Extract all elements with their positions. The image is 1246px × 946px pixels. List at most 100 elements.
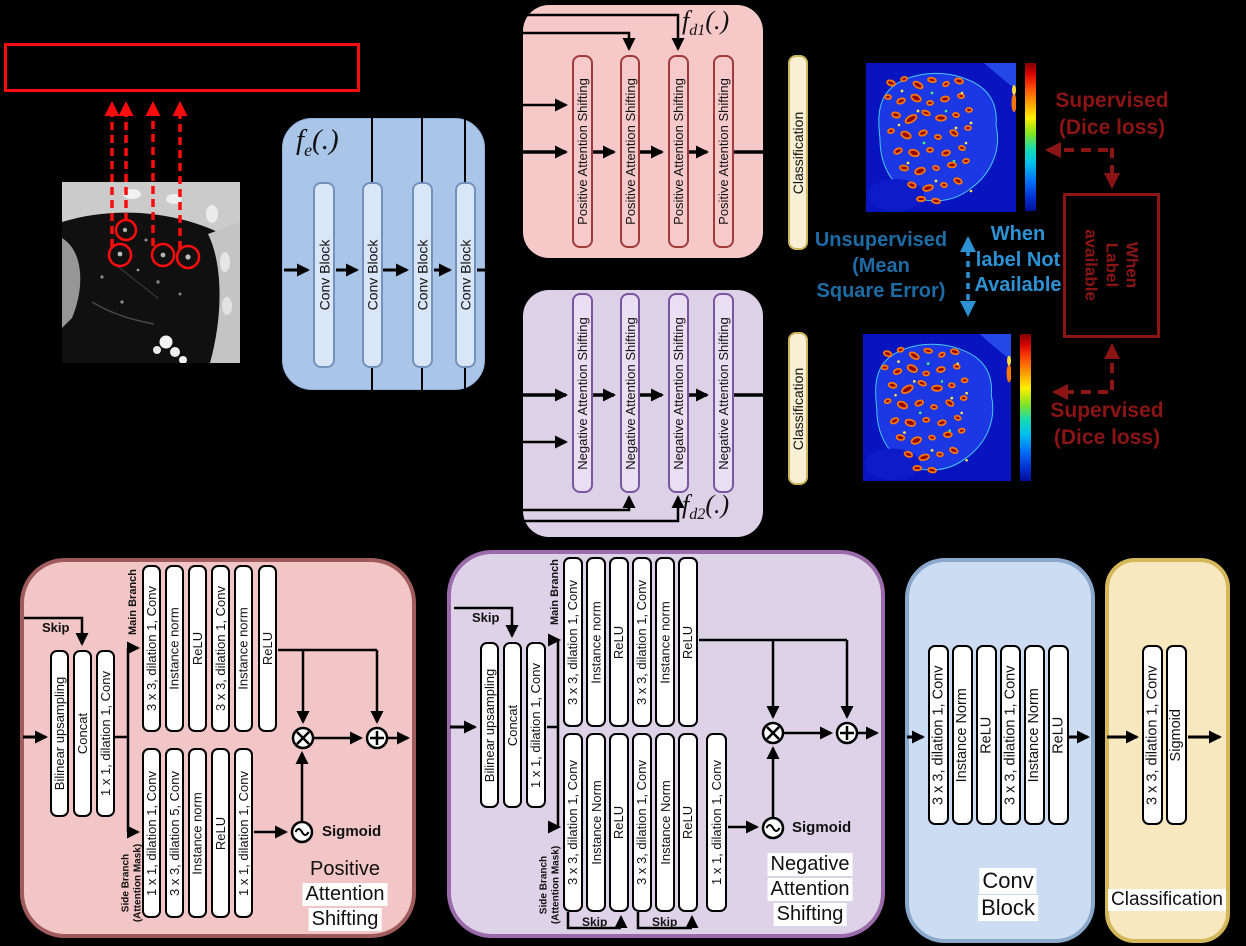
sigmoid-label: Sigmoid [792,819,852,836]
side-conv1x1-bar-1: 1 x 1, dilation 1, Conv [142,748,161,918]
cb-relu-bar-1: ReLU [976,645,997,825]
bar-label: ReLU [978,716,995,754]
bar-label: Negative Attention Shifting [716,316,731,470]
cb-instance-norm-bar-2: Instance Norm [1024,645,1045,825]
when-not-line1: When [990,223,1046,245]
positive-block-title-line2-wrap: Attention [302,883,388,906]
bar-label: Positive Attention Shifting [575,78,591,225]
unsupervised-line2: (Mean [852,254,910,277]
conv-1x1-bar: 1 x 1, dilation 1, Conv [96,650,115,817]
when-avail-line2: Label [1102,242,1122,288]
bar-label: ReLU [1050,716,1067,754]
bar-label: ReLU [260,631,275,666]
main-instance-norm-bar-1: Instance norm [586,557,606,727]
fn-base: f [682,6,690,35]
when-label-not-available-label: When label Not Available [974,222,1061,299]
main-conv3x3-bar-1: 3 x 3, dilation 1, Conv [142,565,161,732]
supervised-top-line2: (Dice loss) [1058,115,1166,139]
when-label-available-box [1063,193,1160,338]
bar-label: Instance Norm [588,780,604,865]
bar-label: Instance norm [236,607,251,690]
negative-block-title-line2-wrap: Attention [767,878,853,901]
negative-attention-shifting-bar-4: Negative Attention Shifting [713,293,734,493]
bar-label: Instance Norm [1026,687,1043,783]
bar-label: Positive Attention Shifting [622,78,638,225]
side-conv1x1-bar: 1 x 1, dilation 1, Conv [706,733,727,912]
positive-attention-heatmap [866,63,1016,212]
title-line2: Attention [767,878,853,901]
supervised-top-label: Supervised (Dice loss) [1055,88,1168,142]
fn-args: (.) [705,490,730,519]
bar-label: Conv Block [316,239,332,311]
ct-input-image [62,182,240,363]
side-instance-norm-bar-2: Instance Norm [655,733,675,912]
side-instance-norm-bar-1: Instance Norm [586,733,606,912]
side-branch-label: Side Branch (Attention Mask) [121,844,144,922]
main-relu-bar-1: ReLU [609,557,629,727]
fn-sub: e [304,139,313,160]
bar-label: 3 x 3, dilation 1, Conv [634,759,650,886]
conv-block-title-line2-wrap: Block [978,895,1038,921]
concat-bar: Concat [73,650,92,817]
fn-sub: d2 [689,506,706,524]
fn-sub: d1 [689,22,706,40]
main-instance-norm-bar-1: Instance norm [165,565,184,732]
bar-label: ReLU [611,805,627,840]
bar-label: 3 x 3, dilation 1, Conv [144,585,159,712]
bilinear-upsampling-bar: Bilinear upsampling [50,650,69,817]
main-conv3x3-bar-2: 3 x 3, dilation 1, Conv [211,565,230,732]
cb-conv3x3-bar-2: 3 x 3, dilation 1, Conv [1000,645,1021,825]
main-conv3x3-bar-2: 3 x 3, dilation 1, Conv [632,557,652,727]
title-line1: Classification [1108,889,1226,911]
unsupervised-label: Unsupervised (Mean Square Error) [815,228,947,305]
bar-label: ReLU [680,625,696,659]
positive-decoder-fn-label: fd1(.) [682,6,729,40]
conv-block-title-line1-wrap: Conv [979,868,1037,894]
skip-bottom-label-2: Skip [652,915,678,929]
bar-label: ReLU [680,805,696,840]
title-line3: Shifting [308,908,382,931]
supervised-bottom-line1: Supervised [1050,399,1164,422]
when-avail-line1: When [1122,241,1142,289]
colorbar-bottom [1020,334,1031,481]
bar-label: Concat [75,712,91,755]
colorbar-top [1025,63,1036,211]
main-conv3x3-bar-1: 3 x 3, dilation 1, Conv [563,557,583,727]
bar-label: Conv Block [457,239,474,311]
side-conv3x3-d5-bar: 3 x 3, dilation 5, Conv [165,748,184,918]
classification-title-wrap: Classification [1108,889,1226,911]
bar-label: 1 x 1, dilation 1, Conv [709,759,724,886]
title-line1: Conv [979,868,1037,894]
title-line3: Shifting [773,903,847,926]
fn-base: f [296,124,305,156]
main-branch-label: Main Branch [549,558,561,626]
conv-block-bar-3: Conv Block [412,182,433,368]
negative-attention-shifting-bar-2: Negative Attention Shifting [620,293,640,493]
bar-label: ReLU [611,625,627,659]
bar-label: Instance norm [167,607,182,690]
supervised-top-line1: Supervised [1055,89,1169,112]
side-conv3x3-bar-1: 3 x 3, dilation 1, Conv [563,733,583,912]
negative-block-title-line1-wrap: Negative [767,853,853,876]
title-line2: Block [978,895,1038,921]
supervised-bottom-label: Supervised (Dice loss) [1050,398,1163,452]
positive-attention-shifting-bar-1: Positive Attention Shifting [572,55,593,248]
bar-label: Sigmoid [1168,708,1185,762]
bar-label: Positive Attention Shifting [671,78,687,225]
conv-block-bar-2: Conv Block [362,182,383,368]
bar-label: 3 x 3, dilation 1, Conv [1002,665,1019,805]
classification-bar-bottom: Classification [788,332,808,485]
title-line1: Negative [767,853,853,876]
bar-label: Concat [505,704,521,746]
side-relu-bar-2: ReLU [678,733,698,912]
side-branch-label: Side Branch (Attention Mask) [539,846,562,924]
side-relu-bar-1: ReLU [609,733,629,912]
main-instance-norm-bar-2: Instance norm [234,565,253,732]
bar-label: Negative Attention Shifting [575,316,590,470]
positive-attention-shifting-bar-4: Positive Attention Shifting [713,55,734,248]
when-not-line2: label Not [975,248,1061,271]
bar-label: 3 x 3, dilation 1, Conv [1144,665,1161,805]
encoder-fn-label: fe(.) [296,124,339,161]
title-line1: Positive [309,858,381,880]
